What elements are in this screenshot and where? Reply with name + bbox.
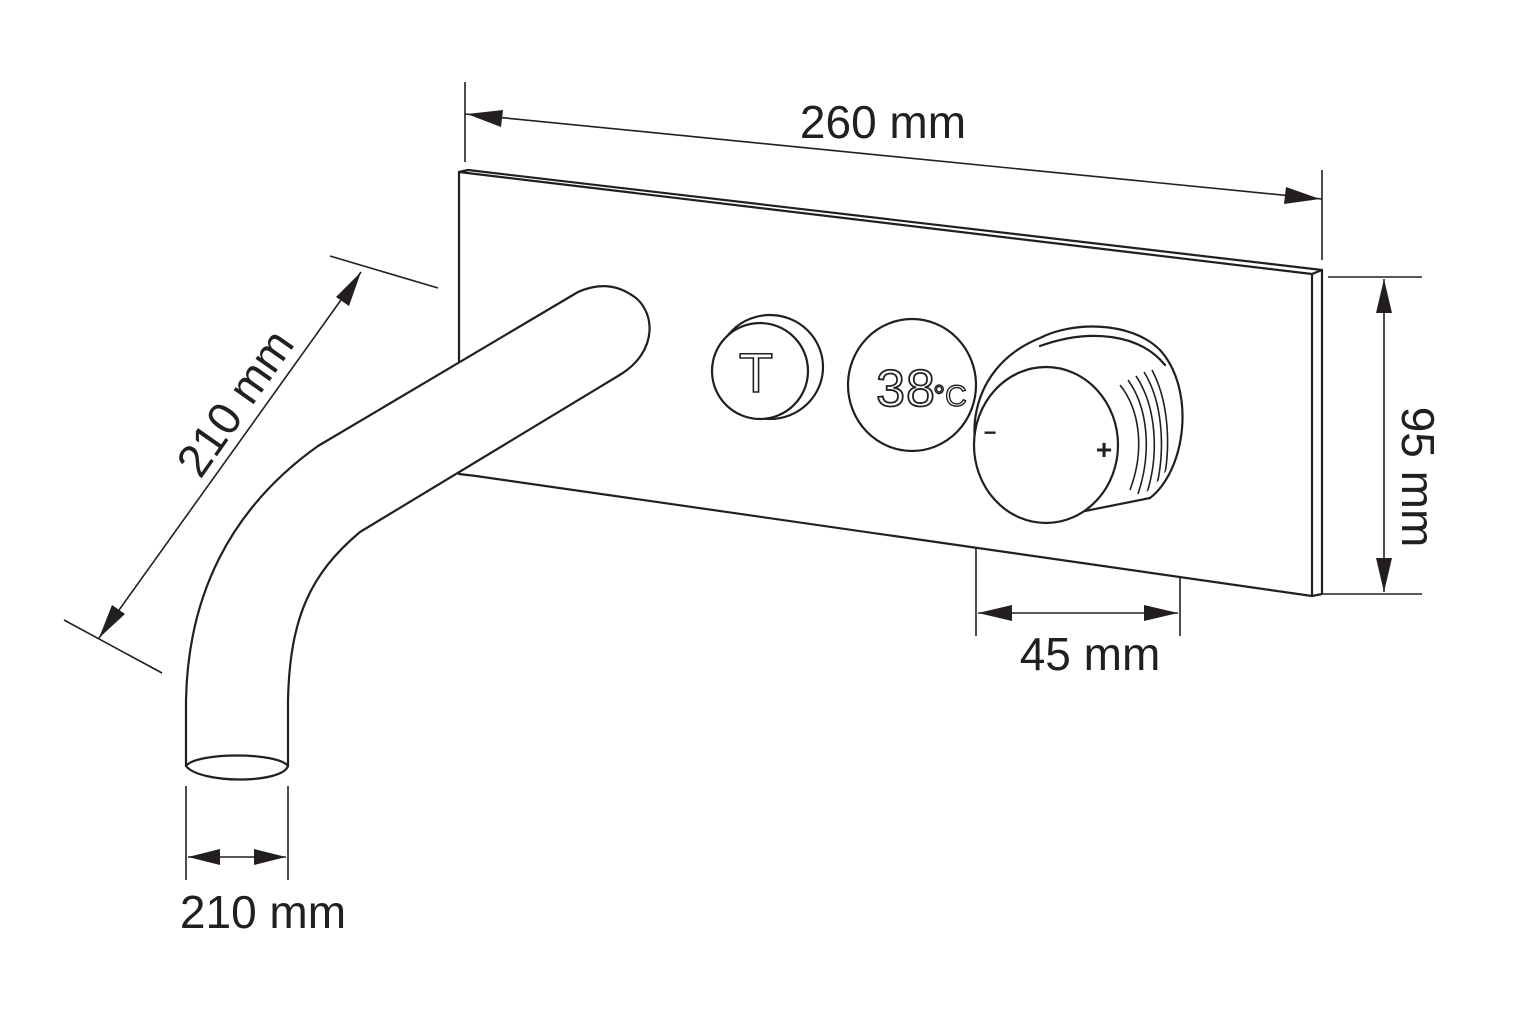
spout-drop-dimension: 210 mm xyxy=(180,786,346,938)
knob-plus: + xyxy=(1096,434,1112,465)
temperature-display: 38 °C xyxy=(846,317,978,453)
spout-drop-label: 210 mm xyxy=(180,886,346,938)
spout-length-label: 210 mm xyxy=(166,320,304,486)
height-label: 95 mm xyxy=(1392,407,1444,548)
temperature-value: 38 xyxy=(876,360,936,418)
height-dimension: 95 mm xyxy=(1322,276,1444,595)
t-symbol: T xyxy=(739,341,773,404)
knob-dimension: 45 mm xyxy=(975,509,1181,680)
knob-minus: − xyxy=(984,420,997,445)
spout xyxy=(184,285,651,781)
temperature-unit: °C xyxy=(933,380,967,413)
width-label: 260 mm xyxy=(800,96,966,148)
knob-diameter-label: 45 mm xyxy=(1020,628,1161,680)
control-knob[interactable]: − + xyxy=(972,325,1184,525)
width-dimension: 260 mm xyxy=(464,82,1323,260)
t-button[interactable]: T xyxy=(710,313,825,421)
